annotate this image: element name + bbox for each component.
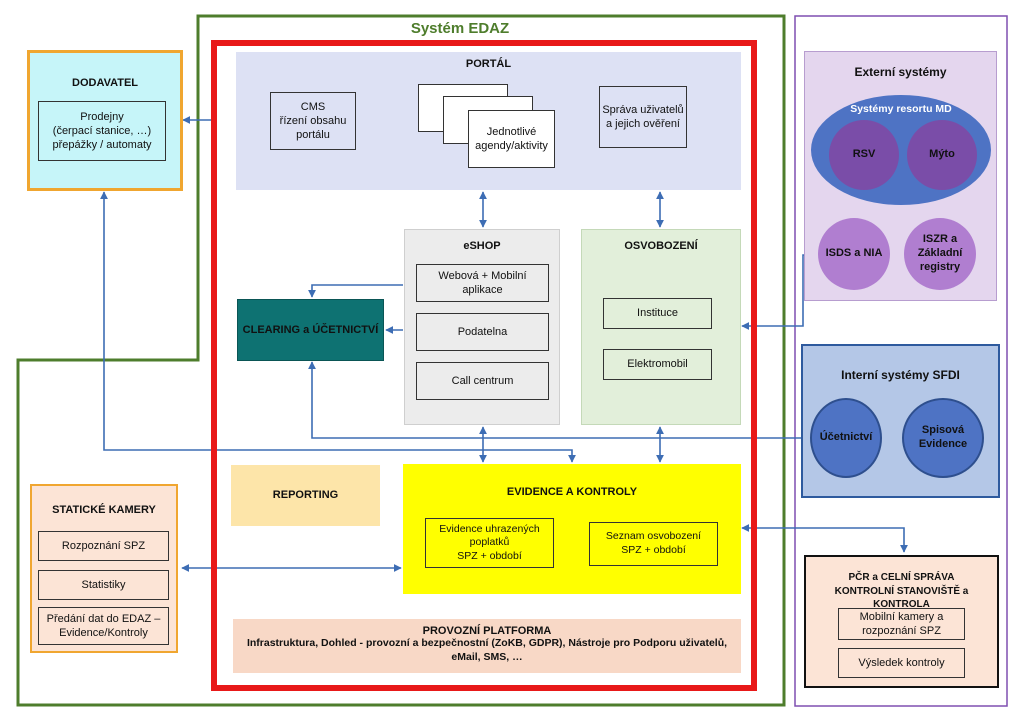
external-rsv-circle: RSV [829,120,899,190]
internal-spisova-label: Spisová Evidence [918,424,968,450]
internal-ucetnictvi-circle: Účetnictví [810,398,882,478]
external-md-title: Systémy resortu MD [850,103,952,115]
portal-users-box: Správa uživatelů a jejich ověření [599,86,687,148]
cameras-item-stats-label: Statistiky [81,578,126,591]
system-title: Systém EDAZ [410,20,510,37]
supplier-item-box: Prodejny (čerpací stanice, …) přepážky /… [38,101,166,161]
external-myto-label: Mýto [929,148,955,161]
platform-title: PROVOZNÍ PLATFORMA [422,625,552,637]
exemption-item-elektromobil: Elektromobil [603,349,712,380]
arrow-evidence-police [741,524,908,553]
clearing-box: CLEARING a ÚČETNICTVÍ [237,299,384,361]
portal-agenda-label: Jednotlivé agendy/aktivity [475,125,548,152]
police-item-cameras: Mobilní kamery a rozpoznání SPZ [838,608,965,640]
evidence-exempt-label: Seznam osvobození SPZ + období [605,530,702,556]
exemption-item-instituce-label: Instituce [637,307,678,320]
cameras-title: STATICKÉ KAMERY [52,504,156,516]
police-item-result: Výsledek kontroly [838,648,965,678]
cameras-item-transfer-label: Předání dat do EDAZ – Evidence/Kontroly [46,612,161,639]
external-myto-circle: Mýto [907,120,977,190]
cameras-item-spz: Rozpoznání SPZ [38,531,169,561]
eshop-item-callcentrum-label: Call centrum [451,374,514,387]
exemption-section: OSVOBOZENÍ [581,229,741,425]
internal-title: Interní systémy SFDI [841,368,960,382]
police-item-result-label: Výsledek kontroly [858,656,945,669]
eshop-item-podatelna-label: Podatelna [457,325,508,338]
cameras-item-transfer: Předání dat do EDAZ – Evidence/Kontroly [38,607,169,645]
external-title: Externí systémy [854,65,947,79]
evidence-title: EVIDENCE A KONTROLY [506,486,638,498]
external-isds-circle: ISDS a NIA [818,218,890,290]
external-iszr-circle: ISZR a Základní registry [904,218,976,290]
eshop-item-web-label: Webová + Mobilní aplikace [438,269,527,296]
evidence-paid-box: Evidence uhrazených poplatků SPZ + obdob… [425,518,554,568]
cameras-item-spz-label: Rozpoznání SPZ [61,539,146,552]
internal-spisova-circle: Spisová Evidence [902,398,984,478]
portal-agenda-box: Jednotlivé agendy/aktivity [468,110,555,168]
platform-section: PROVOZNÍ PLATFORMA Infrastruktura, Dohle… [233,619,741,673]
portal-cms-label: CMS řízení obsahu portálu [279,100,347,142]
exemption-item-instituce: Instituce [603,298,712,329]
reporting-box: REPORTING [231,465,380,526]
external-rsv-label: RSV [852,148,876,161]
eshop-title: eSHOP [463,240,501,252]
eshop-item-web: Webová + Mobilní aplikace [416,264,549,302]
police-title: PČR a CELNÍ SPRÁVA KONTROLNÍ STANOVIŠTĚ … [834,572,969,610]
police-item-cameras-label: Mobilní kamery a rozpoznání SPZ [859,610,944,637]
portal-title: PORTÁL [465,58,512,70]
reporting-label: REPORTING [272,489,339,502]
exemption-title: OSVOBOZENÍ [624,240,698,252]
external-iszr-label: ISZR a Základní registry [917,233,963,273]
exemption-item-elektromobil-label: Elektromobil [627,358,688,371]
eshop-item-podatelna: Podatelna [416,313,549,351]
core-frame [211,40,757,691]
internal-ucetnictvi-label: Účetnictví [819,431,873,444]
platform-text: Infrastruktura, Dohled - provozní a bezp… [246,637,728,663]
evidence-paid-label: Evidence uhrazených poplatků SPZ + obdob… [439,522,540,562]
portal-cms-box: CMS řízení obsahu portálu [270,92,356,150]
eshop-item-callcentrum: Call centrum [416,362,549,400]
evidence-exempt-box: Seznam osvobození SPZ + období [589,522,718,566]
supplier-title: DODAVATEL [72,77,138,89]
clearing-label: CLEARING a ÚČETNICTVÍ [242,323,379,336]
external-isds-label: ISDS a NIA [825,247,883,260]
portal-users-label: Správa uživatelů a jejich ověření [602,103,684,130]
cameras-item-stats: Statistiky [38,570,169,600]
supplier-item-label: Prodejny (čerpací stanice, …) přepážky /… [52,110,152,152]
